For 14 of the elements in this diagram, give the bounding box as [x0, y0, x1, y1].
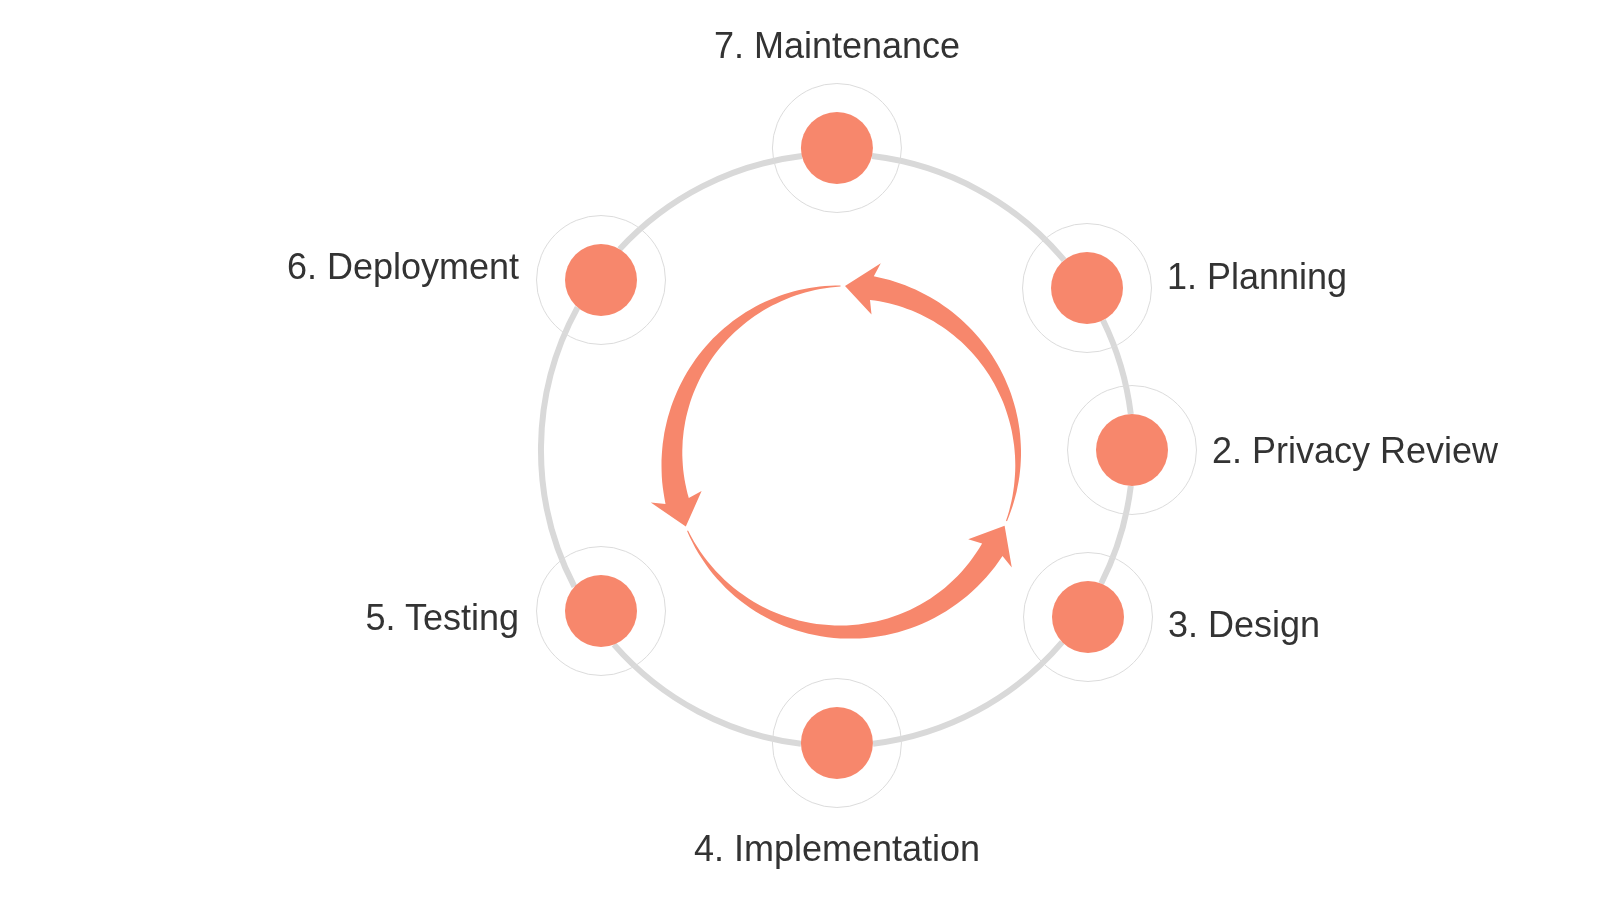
- ring-segment: [872, 640, 1065, 747]
- step-label: 3. Design: [1168, 602, 1321, 647]
- step-label: 2. Privacy Review: [1212, 429, 1499, 473]
- step-label: 6. Deployment: [286, 245, 519, 289]
- step-label: 1. Planning: [1167, 255, 1348, 299]
- ring-segment: [617, 153, 803, 252]
- ring-segment: [1100, 319, 1134, 415]
- step-label: 7. Maintenance: [713, 24, 961, 68]
- ring-segment: [1098, 485, 1134, 585]
- ring-segment: [871, 153, 1067, 263]
- step-label: 4. Implementation: [693, 826, 981, 871]
- step-label: 5. Testing: [365, 595, 519, 640]
- ring-segment: [611, 642, 802, 747]
- ring-segment: [538, 306, 581, 588]
